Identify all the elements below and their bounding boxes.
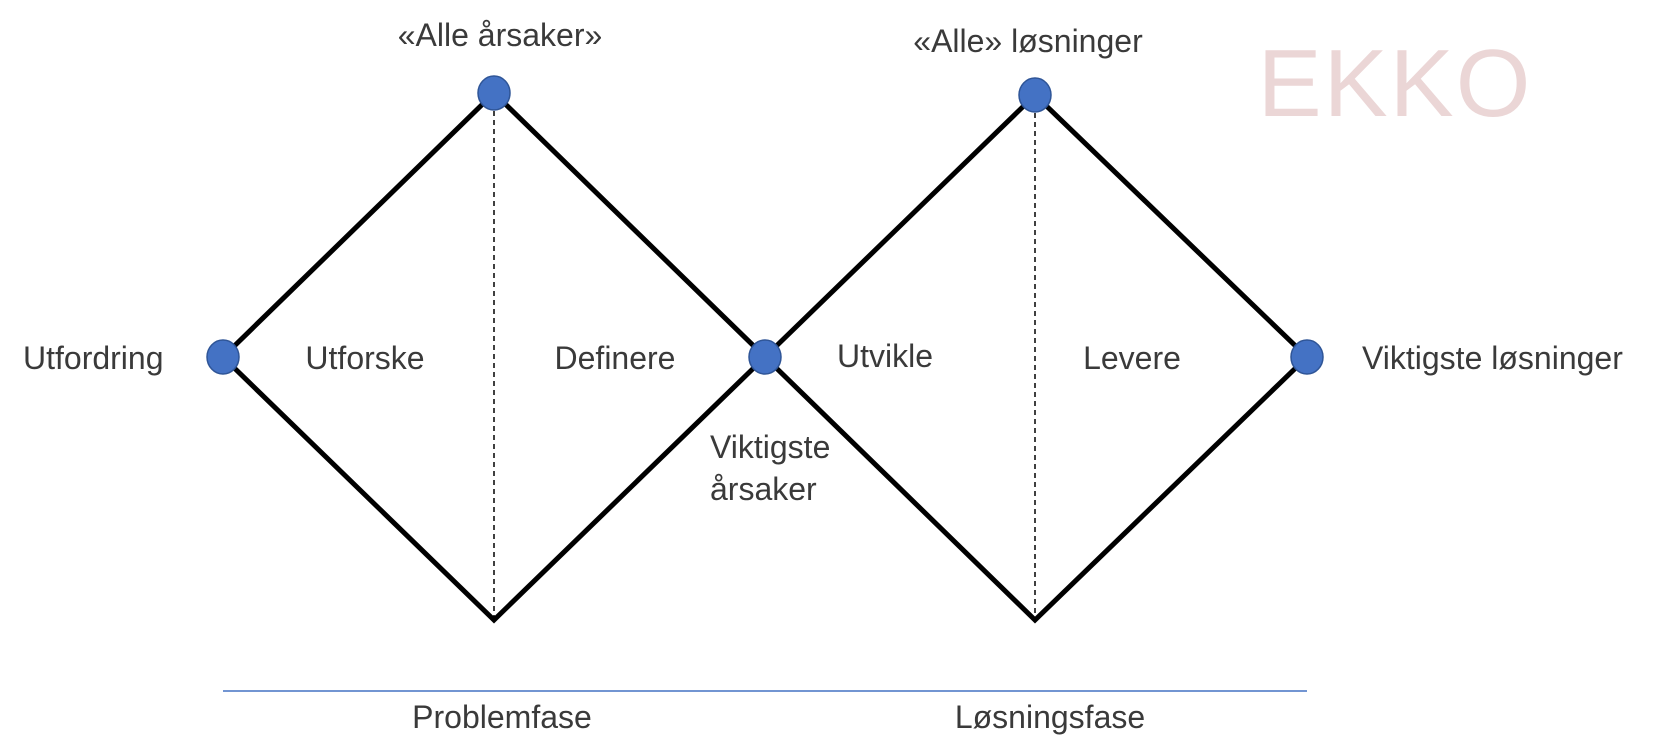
node-end — [1290, 339, 1324, 375]
stage-develop: Utvikle — [837, 338, 933, 374]
node-all-solutions — [1018, 77, 1052, 113]
node-start — [206, 339, 240, 375]
label-key-causes-line2: årsaker — [710, 471, 817, 507]
stage-deliver: Levere — [1083, 340, 1181, 376]
phase-solution: Løsningsfase — [955, 699, 1145, 735]
label-key-causes-line1: Viktigste — [710, 429, 830, 465]
node-all-causes — [477, 75, 511, 111]
label-key-solutions: Viktigste løsninger — [1362, 340, 1623, 376]
label-challenge: Utfordring — [23, 340, 164, 376]
stage-explore: Utforske — [305, 340, 424, 376]
node-key-causes — [748, 339, 782, 375]
label-all-solutions: «Alle» løsninger — [913, 23, 1143, 59]
stage-define: Definere — [555, 340, 676, 376]
phase-problem: Problemfase — [412, 699, 592, 735]
label-all-causes: «Alle årsaker» — [398, 17, 603, 53]
brand-logo-text: EKKO — [1258, 30, 1533, 137]
